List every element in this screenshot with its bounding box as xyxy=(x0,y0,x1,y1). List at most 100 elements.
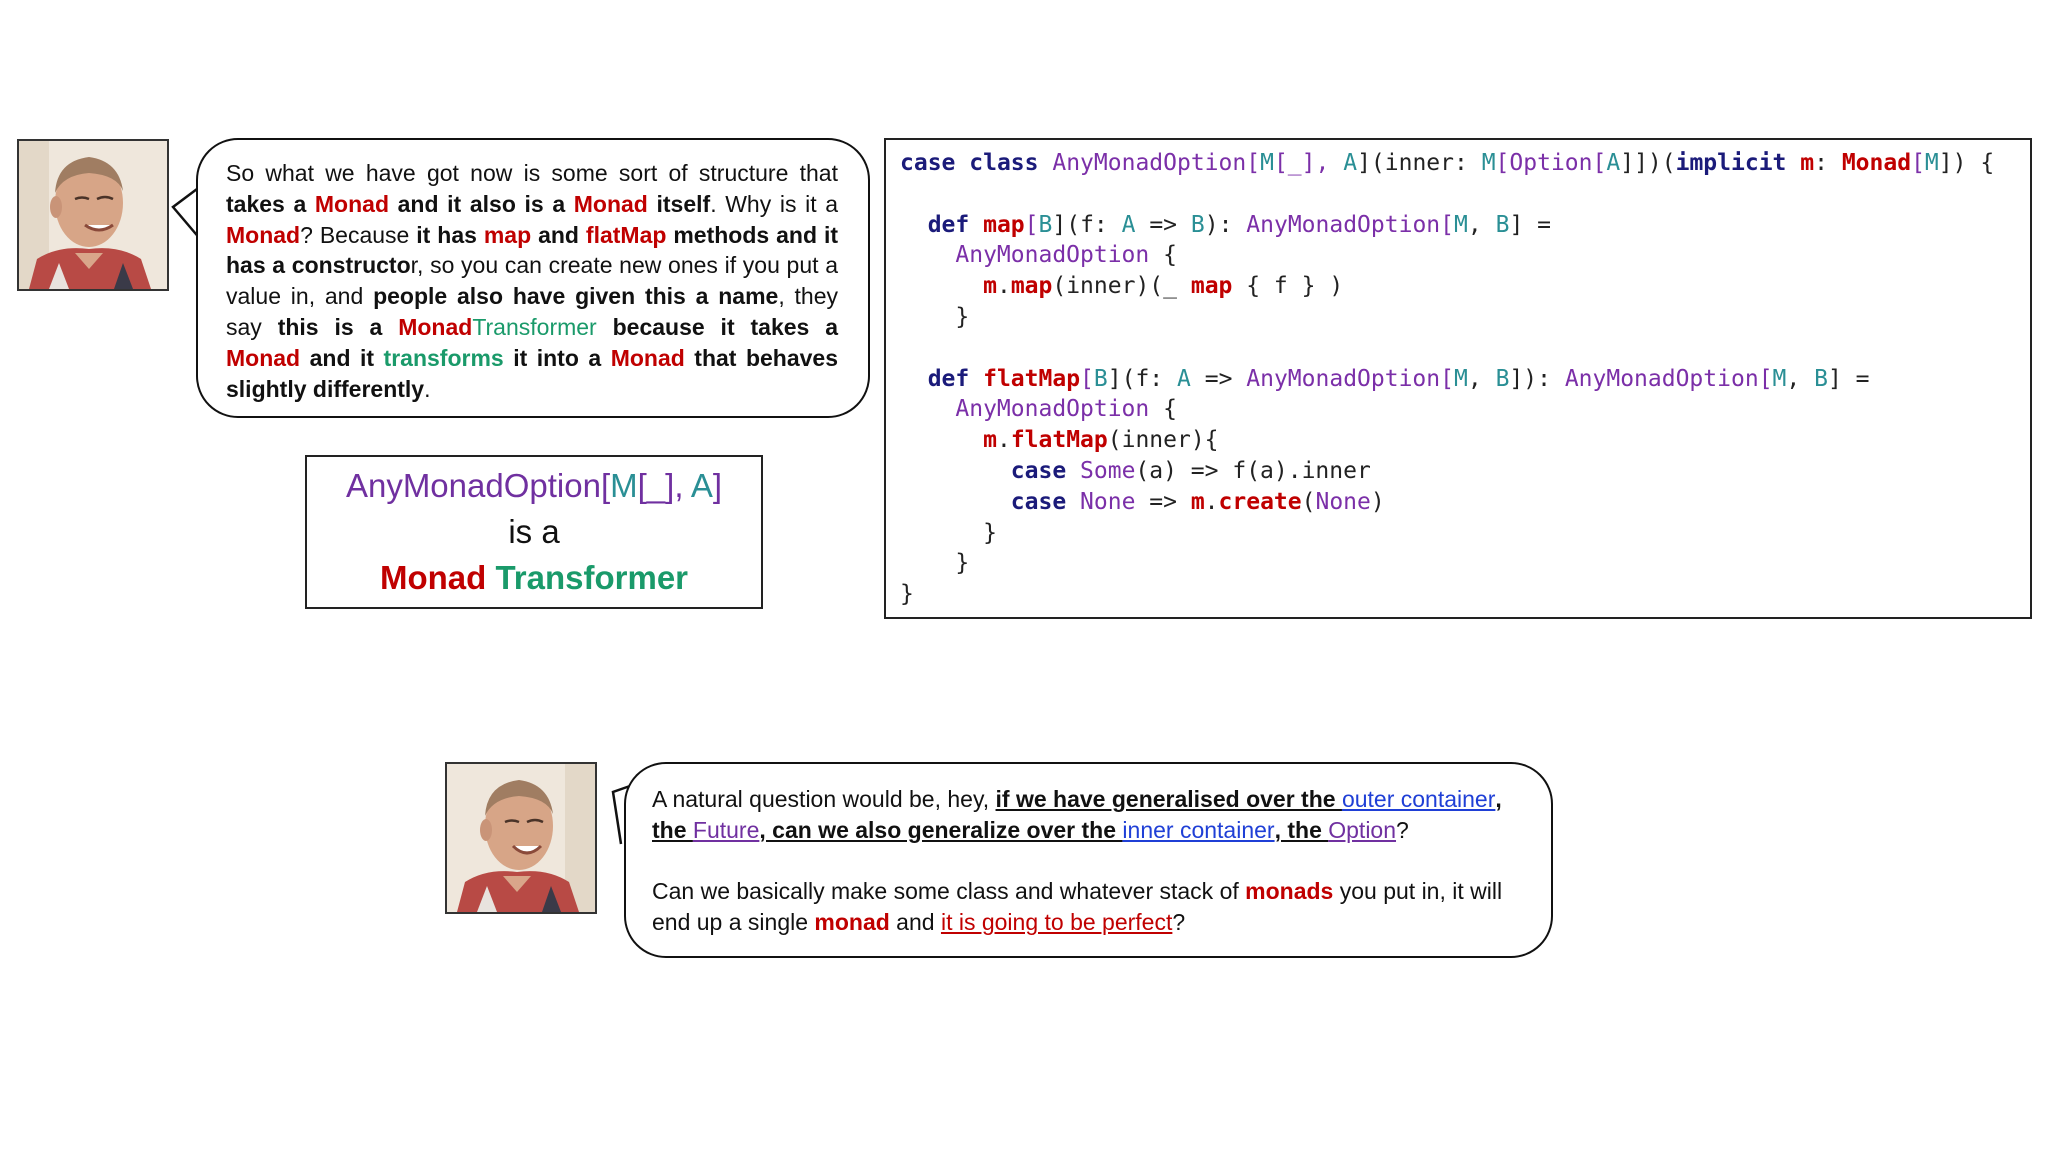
code-token: : xyxy=(1814,150,1842,176)
code-token: [ xyxy=(1440,365,1454,392)
highlight-monad: monad xyxy=(814,909,890,936)
speech-text-segment: because it takes a xyxy=(612,313,838,340)
code-keyword: def xyxy=(927,365,970,392)
code-method: map xyxy=(983,211,1025,238)
speech-text-segment: So what we have got now is some sort of … xyxy=(226,160,838,186)
code-token: (a) => f(a).inner xyxy=(1135,457,1371,484)
speech-text-segment: takes a xyxy=(226,190,307,217)
code-type-param: A xyxy=(1343,150,1358,176)
highlight-monad: Monad xyxy=(398,313,473,340)
title-line-1: AnyMonadOption[M[_], A] xyxy=(307,463,761,509)
speech-text-segment: . xyxy=(424,375,431,402)
code-token: ]): xyxy=(1509,365,1565,392)
code-indent xyxy=(900,212,928,238)
code-method: map xyxy=(1190,273,1233,300)
code-type-param: M xyxy=(1454,211,1468,238)
code-token xyxy=(1786,150,1800,176)
code-token: . xyxy=(996,427,1011,454)
code-type-param: B xyxy=(1038,211,1053,238)
code-text: case class AnyMonadOption[M[_], A](inner… xyxy=(900,148,2030,610)
highlight-monad: Monad xyxy=(573,190,648,217)
code-token: ]) { xyxy=(1938,150,1995,176)
highlight-monads: monads xyxy=(1245,878,1334,905)
speech-bubble-bottom: A natural question would be, hey, if we … xyxy=(624,762,1553,958)
speech-text-segment: r, so you can create new ones if you put… xyxy=(226,252,838,310)
code-token: [ xyxy=(1911,150,1925,176)
code-type: AnyMonadOption xyxy=(1246,211,1441,238)
speech-text-segment: you put in, it will end up a single xyxy=(652,878,1503,936)
code-token: [ xyxy=(1024,211,1039,238)
code-keyword: implicit xyxy=(1675,150,1787,176)
code-type-param: M xyxy=(1260,150,1274,176)
code-token: { xyxy=(1149,242,1177,269)
code-keyword: case xyxy=(900,150,956,176)
speech-text-segment: . Why is it a xyxy=(710,190,839,217)
code-indent xyxy=(900,366,928,392)
code-identifier: m xyxy=(983,273,997,300)
speech-text-bottom: A natural question would be, hey, if we … xyxy=(652,784,1529,938)
speech-text-segment: methods and it has a constructo xyxy=(226,221,838,279)
code-method: flatMap xyxy=(1010,427,1108,454)
code-token: { xyxy=(1149,396,1177,423)
code-token: . xyxy=(1204,488,1219,515)
speaker-photo xyxy=(19,141,167,289)
code-token: } xyxy=(900,519,997,546)
code-token: ](f: xyxy=(1107,365,1178,392)
speech-text-segment: it into a xyxy=(513,344,602,371)
code-indent xyxy=(900,427,983,453)
code-token: ](inner: xyxy=(1357,150,1482,176)
code-type-param: B xyxy=(1495,365,1510,392)
code-type-param: A xyxy=(1606,150,1621,176)
code-token: ]])( xyxy=(1620,150,1676,176)
code-keyword: case xyxy=(1010,488,1067,515)
code-type: AnyMonadOption xyxy=(955,396,1150,423)
code-token: [ xyxy=(1758,365,1773,392)
code-token xyxy=(1039,150,1053,176)
highlight-inner-container: inner container xyxy=(1122,816,1275,843)
speech-bubble-top: So what we have got now is some sort of … xyxy=(196,138,870,418)
code-token: [ xyxy=(1246,150,1261,176)
underlined-question: , can we also generalize over the xyxy=(759,816,1123,843)
code-token: [ xyxy=(1495,150,1510,176)
code-method: create xyxy=(1218,488,1302,515)
code-indent xyxy=(900,489,1011,515)
code-identifier: m xyxy=(1190,488,1205,515)
code-token: , xyxy=(1467,365,1496,392)
code-token: } xyxy=(900,303,970,330)
speech-bubble-tail-top xyxy=(171,185,202,241)
title-bracket: ] xyxy=(712,467,723,504)
highlight-monad: Monad xyxy=(226,344,301,371)
underlined-question: if we have generalised over the xyxy=(995,786,1342,812)
code-keyword: class xyxy=(969,150,1039,176)
title-bracket: [ xyxy=(600,467,611,504)
code-indent xyxy=(900,396,955,422)
code-token: } xyxy=(900,581,914,608)
speech-text-segment: and xyxy=(538,221,579,248)
highlight-transformer: Transformer xyxy=(472,313,597,340)
code-indent xyxy=(900,242,955,268)
speech-paragraph-1: A natural question would be, hey, if we … xyxy=(652,784,1529,846)
highlight-option: Option xyxy=(1328,816,1397,843)
speech-text-segment: and xyxy=(889,909,941,936)
speech-text-segment: that behaves slightly differently xyxy=(226,344,839,402)
highlight-monad: Monad xyxy=(314,190,389,217)
code-type: None xyxy=(1080,488,1136,515)
speech-text-segment: and it xyxy=(309,344,375,371)
code-token: => xyxy=(1135,488,1191,515)
code-type-param: M xyxy=(1481,150,1496,176)
speech-text-segment: people also have given this a name xyxy=(373,283,779,310)
highlight-transforms: transforms xyxy=(383,344,504,371)
speaker-photo xyxy=(447,764,595,912)
title-type-param: A xyxy=(690,467,713,504)
code-token xyxy=(955,150,969,176)
code-method: flatMap xyxy=(983,365,1081,392)
title-transformer: Transformer xyxy=(495,559,689,596)
code-type: None xyxy=(1315,488,1371,515)
code-identifier: m xyxy=(1800,150,1815,176)
code-type-param: M xyxy=(1454,365,1468,392)
speech-text-segment: it has xyxy=(416,221,477,248)
code-token: ): xyxy=(1204,211,1247,238)
code-type-param: M xyxy=(1772,365,1787,392)
code-type: Monad xyxy=(1841,150,1912,176)
code-type: Option xyxy=(1509,150,1593,176)
